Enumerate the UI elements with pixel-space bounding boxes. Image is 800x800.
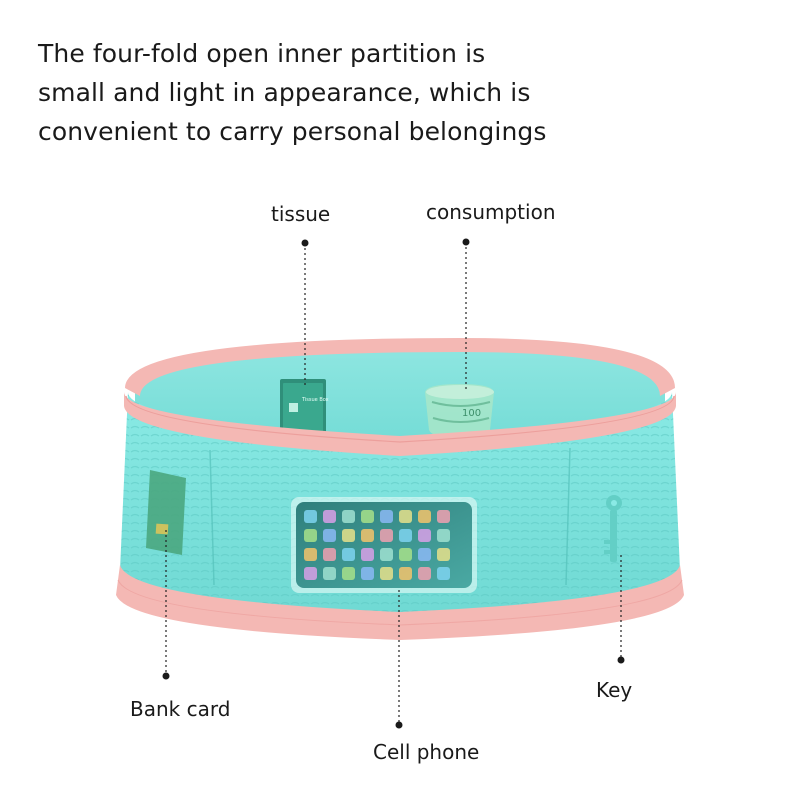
tissue-box-text: Tissue Box xyxy=(301,397,329,403)
app-icon xyxy=(323,510,336,523)
app-icon xyxy=(437,567,450,580)
headline-line-1: The four-fold open inner partition is xyxy=(38,39,486,68)
app-icon xyxy=(361,548,374,561)
app-icon xyxy=(399,567,412,580)
app-grid xyxy=(304,510,450,580)
app-icon xyxy=(418,510,431,523)
key-icon xyxy=(604,495,622,562)
bank-card-icon xyxy=(146,470,186,555)
app-icon xyxy=(342,529,355,542)
cash-roll-icon: 100 xyxy=(425,384,494,438)
callout-bank-card xyxy=(162,530,170,680)
callout-key xyxy=(617,555,625,664)
app-icon xyxy=(380,548,393,561)
app-icon xyxy=(399,529,412,542)
app-icon xyxy=(304,548,317,561)
app-icon xyxy=(380,510,393,523)
app-icon xyxy=(437,529,450,542)
headline-line-2: small and light in appearance, which is xyxy=(38,78,531,107)
app-icon xyxy=(304,510,317,523)
callout-tissue xyxy=(301,239,309,385)
app-icon xyxy=(437,548,450,561)
app-icon xyxy=(380,529,393,542)
label-cell-phone: Cell phone xyxy=(373,740,480,764)
app-icon xyxy=(342,567,355,580)
app-icon xyxy=(323,529,336,542)
headline-line-3: convenient to carry personal belongings xyxy=(38,117,547,146)
label-bank-card: Bank card xyxy=(130,697,231,721)
app-icon xyxy=(380,567,393,580)
app-icon xyxy=(361,529,374,542)
callout-consumption xyxy=(462,238,470,392)
smartphone-icon xyxy=(291,497,477,593)
app-icon xyxy=(323,567,336,580)
app-icon xyxy=(399,548,412,561)
app-icon xyxy=(323,548,336,561)
belt-inner xyxy=(125,338,675,443)
label-key: Key xyxy=(596,678,633,702)
callout-cell-phone xyxy=(395,590,403,729)
app-icon xyxy=(361,567,374,580)
app-icon xyxy=(418,567,431,580)
cash-text: 100 xyxy=(462,408,481,419)
app-icon xyxy=(342,510,355,523)
app-icon xyxy=(304,529,317,542)
app-icon xyxy=(342,548,355,561)
app-icon xyxy=(361,510,374,523)
label-consumption: consumption xyxy=(426,200,556,224)
tissue-box-icon: Tissue Box xyxy=(280,379,329,436)
app-icon xyxy=(418,548,431,561)
headline: The four-fold open inner partition is sm… xyxy=(38,34,658,151)
app-icon xyxy=(304,567,317,580)
app-icon xyxy=(418,529,431,542)
label-tissue: tissue xyxy=(271,202,331,226)
app-icon xyxy=(437,510,450,523)
app-icon xyxy=(399,510,412,523)
